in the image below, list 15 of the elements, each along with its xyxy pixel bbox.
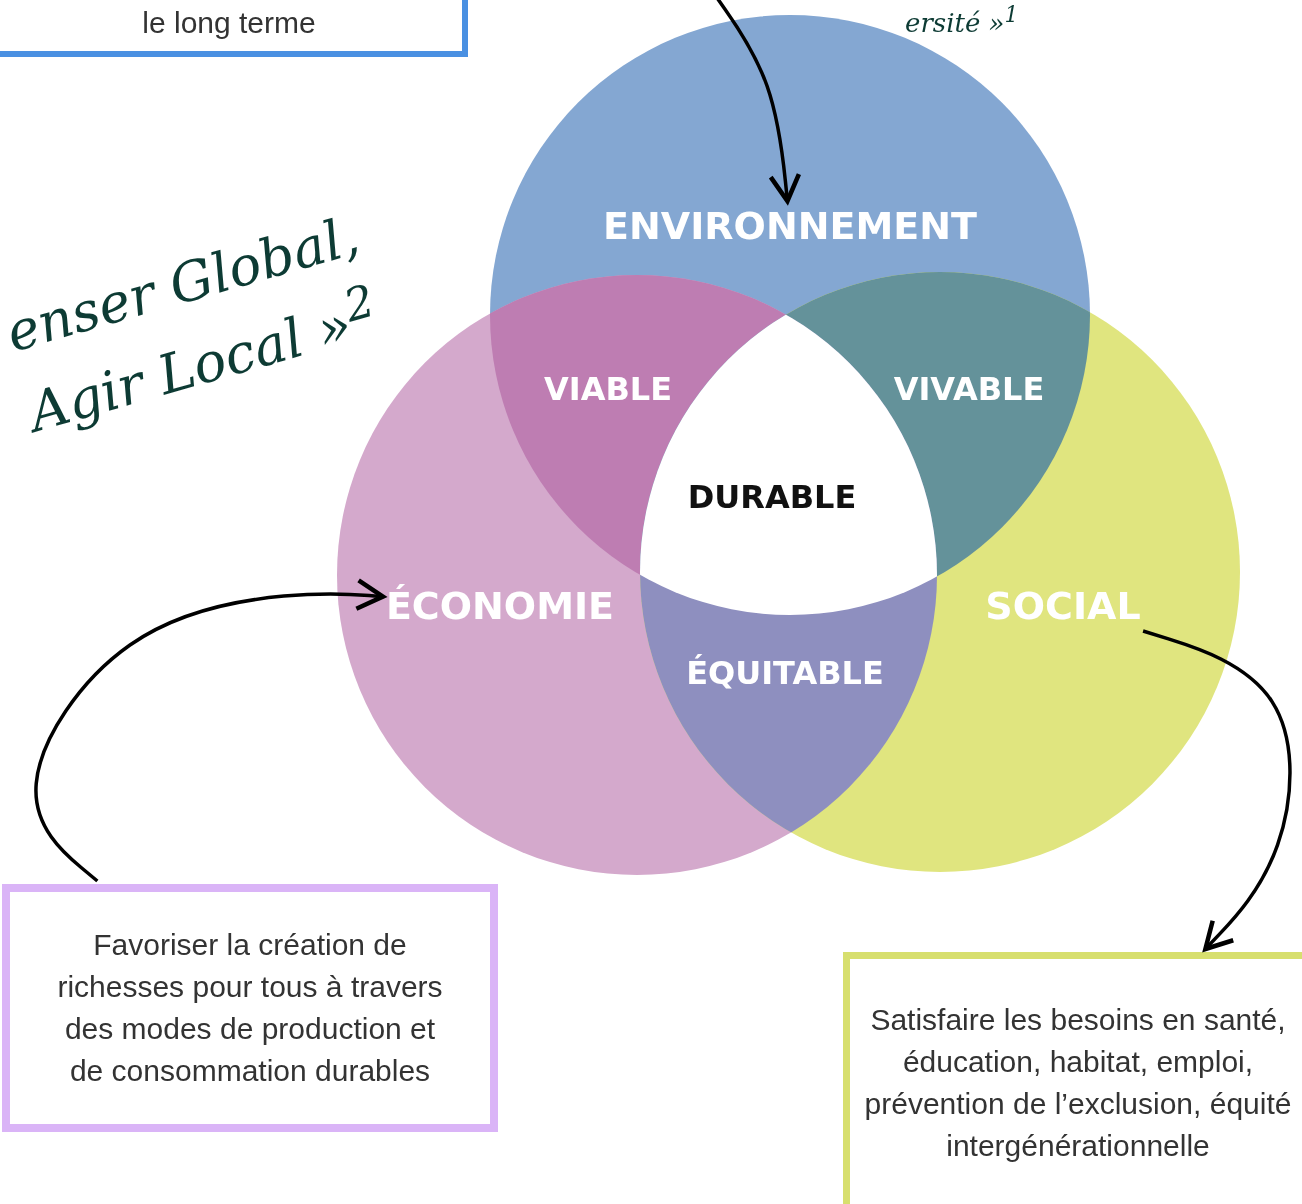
box-text: le long terme	[142, 4, 316, 41]
region-label: VIVABLE	[893, 370, 1045, 408]
circle-label: ÉCONOMIE	[385, 584, 615, 628]
curved-arrow	[34, 578, 386, 883]
curved-arrow	[1142, 629, 1292, 952]
box-text: Satisfaire les besoins en santé, éducation, habitat, emploi, prévention de l’exclusion, équité intergénérationnelle	[863, 1002, 1293, 1164]
text-box	[2, 884, 498, 1132]
text-box	[843, 952, 1302, 1204]
region-label: DURABLE	[687, 478, 857, 516]
region-label: VIABLE	[543, 370, 673, 408]
circle-label: ENVIRONNEMENT	[603, 204, 977, 248]
box-text: Favoriser la création de richesses pour tous à travers des modes de production et de consommation durables	[56, 927, 444, 1089]
region-label: ÉQUITABLE	[686, 654, 884, 692]
circle-label: SOCIAL	[985, 584, 1141, 628]
handwritten-quote: ersité »$^{1}$	[905, 2, 1019, 38]
